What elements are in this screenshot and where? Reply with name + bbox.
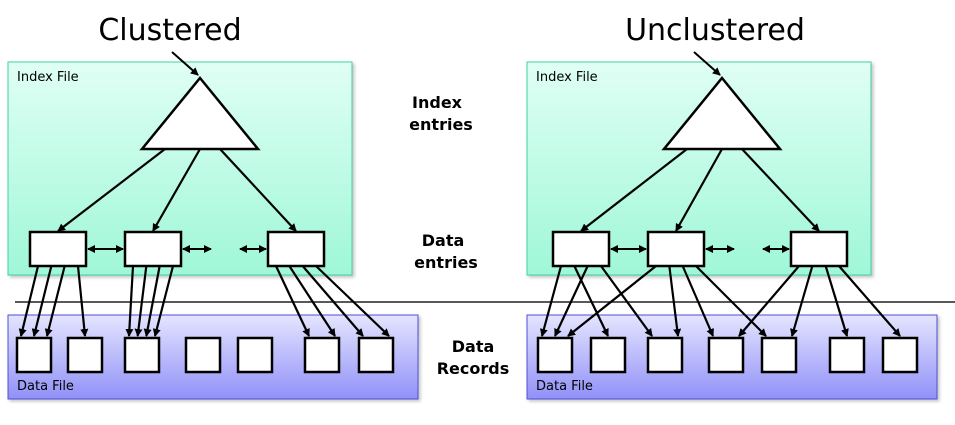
tree-to-entry-arrow: [675, 148, 723, 232]
entry-to-record-arrow: [143, 265, 161, 337]
entry-to-record-arrow: [315, 265, 390, 337]
tree-to-entry-arrow: [219, 148, 297, 232]
entry-to-record-arrow: [44, 265, 66, 337]
entry-to-record-arrow: [824, 265, 849, 337]
entry-to-record-arrow: [567, 265, 657, 337]
entry-to-record-arrow: [125, 265, 135, 337]
entry-to-record-arrow: [301, 265, 364, 337]
entry-to-record-arrow: [738, 265, 800, 337]
clustered-title: Clustered: [98, 13, 241, 48]
data-entry-box: [789, 230, 849, 268]
entry-to-record-arrow: [554, 265, 589, 337]
data-entry-box: [28, 230, 88, 268]
data-record-box: [881, 336, 919, 374]
data-entry-box: [123, 230, 183, 268]
entry-to-record-arrow: [152, 265, 175, 337]
index-file-label: Index File: [17, 70, 79, 85]
entry-to-record-arrow: [600, 265, 653, 337]
entry-to-record-arrow: [790, 265, 814, 337]
data-record-box: [760, 336, 798, 374]
root-pointer-arrow: [693, 51, 721, 76]
entry-to-record-arrow: [539, 265, 563, 337]
data-record-box: [66, 336, 104, 374]
data-file-label: Data File: [17, 379, 74, 394]
entry-to-record-arrow: [668, 265, 682, 337]
entry-to-record-arrow: [695, 265, 767, 337]
data-records-label-1: Data: [452, 337, 495, 356]
index-entries-label-1: Index: [412, 93, 463, 112]
data-entry-box: [646, 230, 706, 268]
entry-to-record-arrow: [838, 265, 901, 337]
entry-to-record-arrow: [18, 265, 40, 337]
root-pointer-arrow: [171, 51, 199, 76]
data-record-box: [236, 336, 274, 374]
entry-to-record-arrow: [573, 265, 609, 337]
unclustered-title: Unclustered: [625, 13, 805, 48]
entry-to-record-arrow: [288, 265, 336, 337]
entry-to-record-arrow: [76, 265, 89, 337]
data-record-box: [536, 336, 574, 374]
data-file-label: Data File: [536, 379, 593, 394]
index-file-label: Index File: [536, 70, 598, 85]
index-entries-label-2: entries: [409, 115, 473, 134]
data-entry-box: [266, 230, 326, 268]
entry-to-record-arrow: [31, 265, 53, 337]
data-record-box: [15, 336, 53, 374]
data-record-box: [184, 336, 222, 374]
data-entries-label-2: entries: [414, 253, 478, 272]
entry-to-record-arrow: [681, 265, 715, 337]
data-entry-box: [551, 230, 611, 268]
data-record-box: [303, 336, 341, 374]
tree-to-entry-arrow: [580, 148, 688, 232]
data-record-box: [357, 336, 395, 374]
data-record-box: [589, 336, 627, 374]
data-record-box: [123, 336, 161, 374]
entry-to-record-arrow: [134, 265, 148, 337]
data-entries-label-1: Data: [422, 231, 465, 250]
data-record-box: [707, 336, 745, 374]
tree-to-entry-arrow: [57, 148, 166, 232]
entry-to-record-arrow: [275, 265, 310, 337]
data-record-box: [828, 336, 866, 374]
data-records-label-2: Records: [437, 359, 510, 378]
tree-to-entry-arrow: [741, 148, 820, 232]
tree-to-entry-arrow: [152, 148, 201, 232]
data-record-box: [646, 336, 684, 374]
